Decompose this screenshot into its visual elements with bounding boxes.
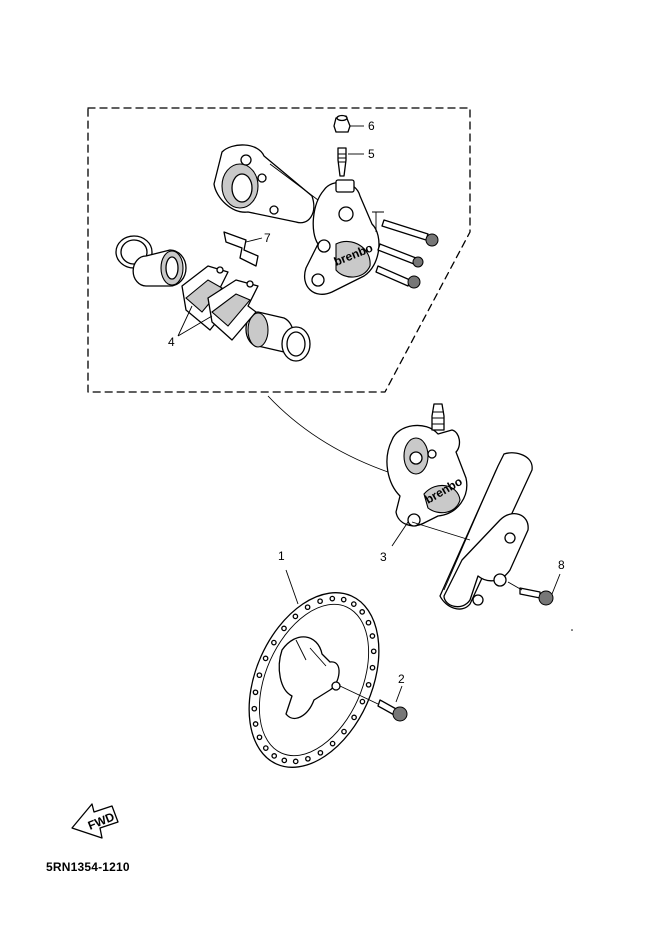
disc-hole: [340, 596, 347, 603]
callout-8: 8: [558, 558, 565, 572]
caliper-exploded: brenbo: [115, 114, 439, 362]
disc-hole: [369, 664, 376, 671]
scan-dot: [571, 629, 573, 631]
disc-hole: [292, 613, 299, 620]
diagram-code: 5RN1354-1210: [46, 860, 130, 874]
callout-7: 7: [264, 231, 271, 245]
callout-5: 5: [368, 147, 375, 161]
callout-3: 3: [380, 550, 387, 564]
caliper-mount-bolt: [507, 573, 561, 606]
disc-hole: [359, 698, 366, 705]
kit-dashed-outline: [87, 107, 471, 393]
disc-hole: [262, 745, 269, 751]
disc-hole: [350, 601, 357, 607]
disc-hole: [341, 728, 347, 735]
disc-hole: [317, 598, 323, 605]
callout-4: 4: [168, 335, 175, 349]
disc-hole: [365, 619, 372, 626]
disc-hole: [370, 648, 377, 655]
kit-connector-line: [267, 395, 389, 473]
disc-hole: [262, 655, 269, 662]
disc-hole: [256, 734, 263, 741]
disc-hole: [256, 672, 263, 679]
disc-hole: [271, 639, 277, 646]
callout-6: 6: [368, 119, 375, 133]
disc-hole: [271, 753, 278, 759]
fwd-arrow-icon: FWD: [71, 803, 119, 839]
disc-hole: [329, 740, 336, 747]
disc-hole: [251, 705, 258, 712]
disc-hole: [317, 749, 324, 756]
disc-hole: [365, 681, 372, 688]
brake-disc: [248, 569, 380, 768]
disc-hole: [329, 595, 336, 602]
disc-hole: [292, 758, 299, 765]
disc-hole: [281, 757, 288, 764]
disc-hole: [369, 633, 376, 639]
callout-1: 1: [278, 549, 285, 563]
disc-hole: [281, 625, 287, 632]
disc-hole: [351, 714, 357, 721]
disc-hole: [252, 721, 259, 727]
disc-hole: [359, 609, 366, 615]
disc-hole: [305, 755, 311, 762]
callout-2: 2: [398, 672, 405, 686]
fork-leg: [439, 452, 533, 610]
disc-hole: [304, 604, 311, 611]
disc-bolt: [339, 685, 408, 722]
caliper-assembled: brenbo: [386, 403, 471, 541]
disc-hole: [252, 689, 259, 696]
